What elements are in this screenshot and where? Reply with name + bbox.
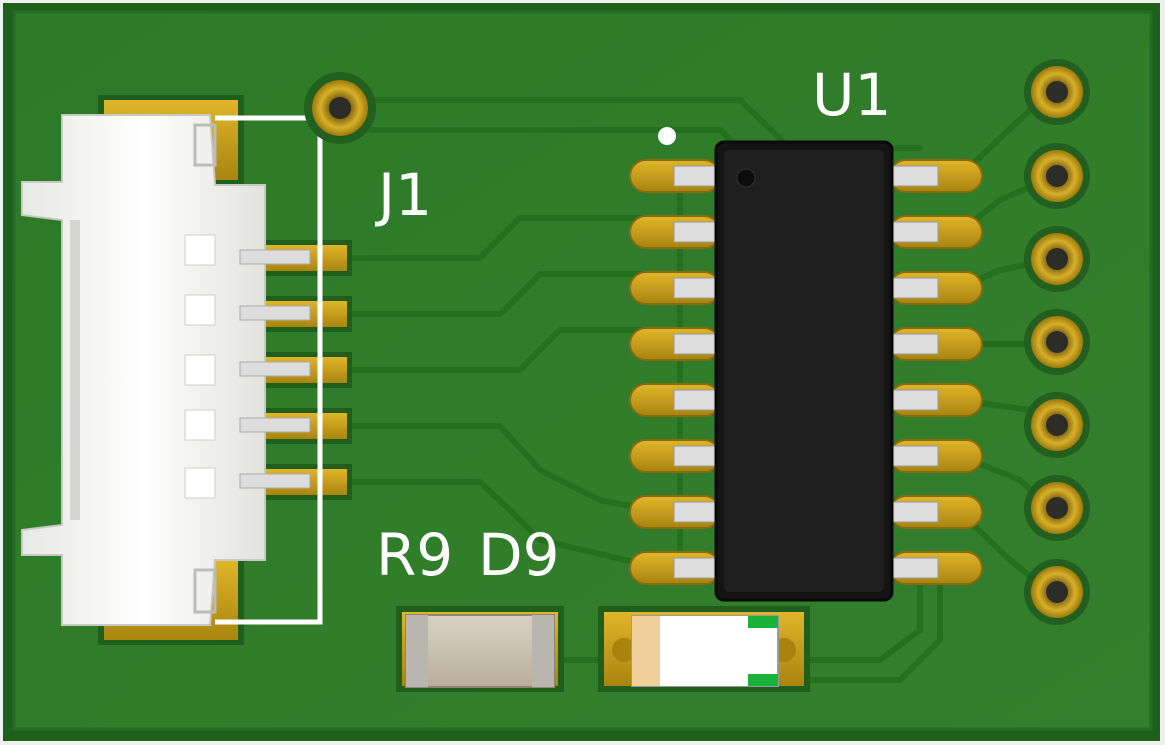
- header-vias: [1024, 59, 1090, 625]
- j1-connector: [21, 114, 311, 626]
- label-j1: J1: [375, 161, 432, 229]
- d9-led: [598, 606, 810, 692]
- pin1-marker-dot: [736, 168, 756, 188]
- r9-resistor: [396, 606, 564, 692]
- silkscreen-pin1-dot: [658, 127, 676, 145]
- j1-silkscreen-outline: [215, 115, 323, 625]
- label-r9: R9: [376, 521, 453, 589]
- label-d9: D9: [478, 521, 560, 589]
- top-via: [304, 72, 376, 144]
- u1-ic-body: [714, 140, 894, 602]
- u1-pins: [673, 165, 939, 579]
- label-u1: U1: [812, 61, 891, 129]
